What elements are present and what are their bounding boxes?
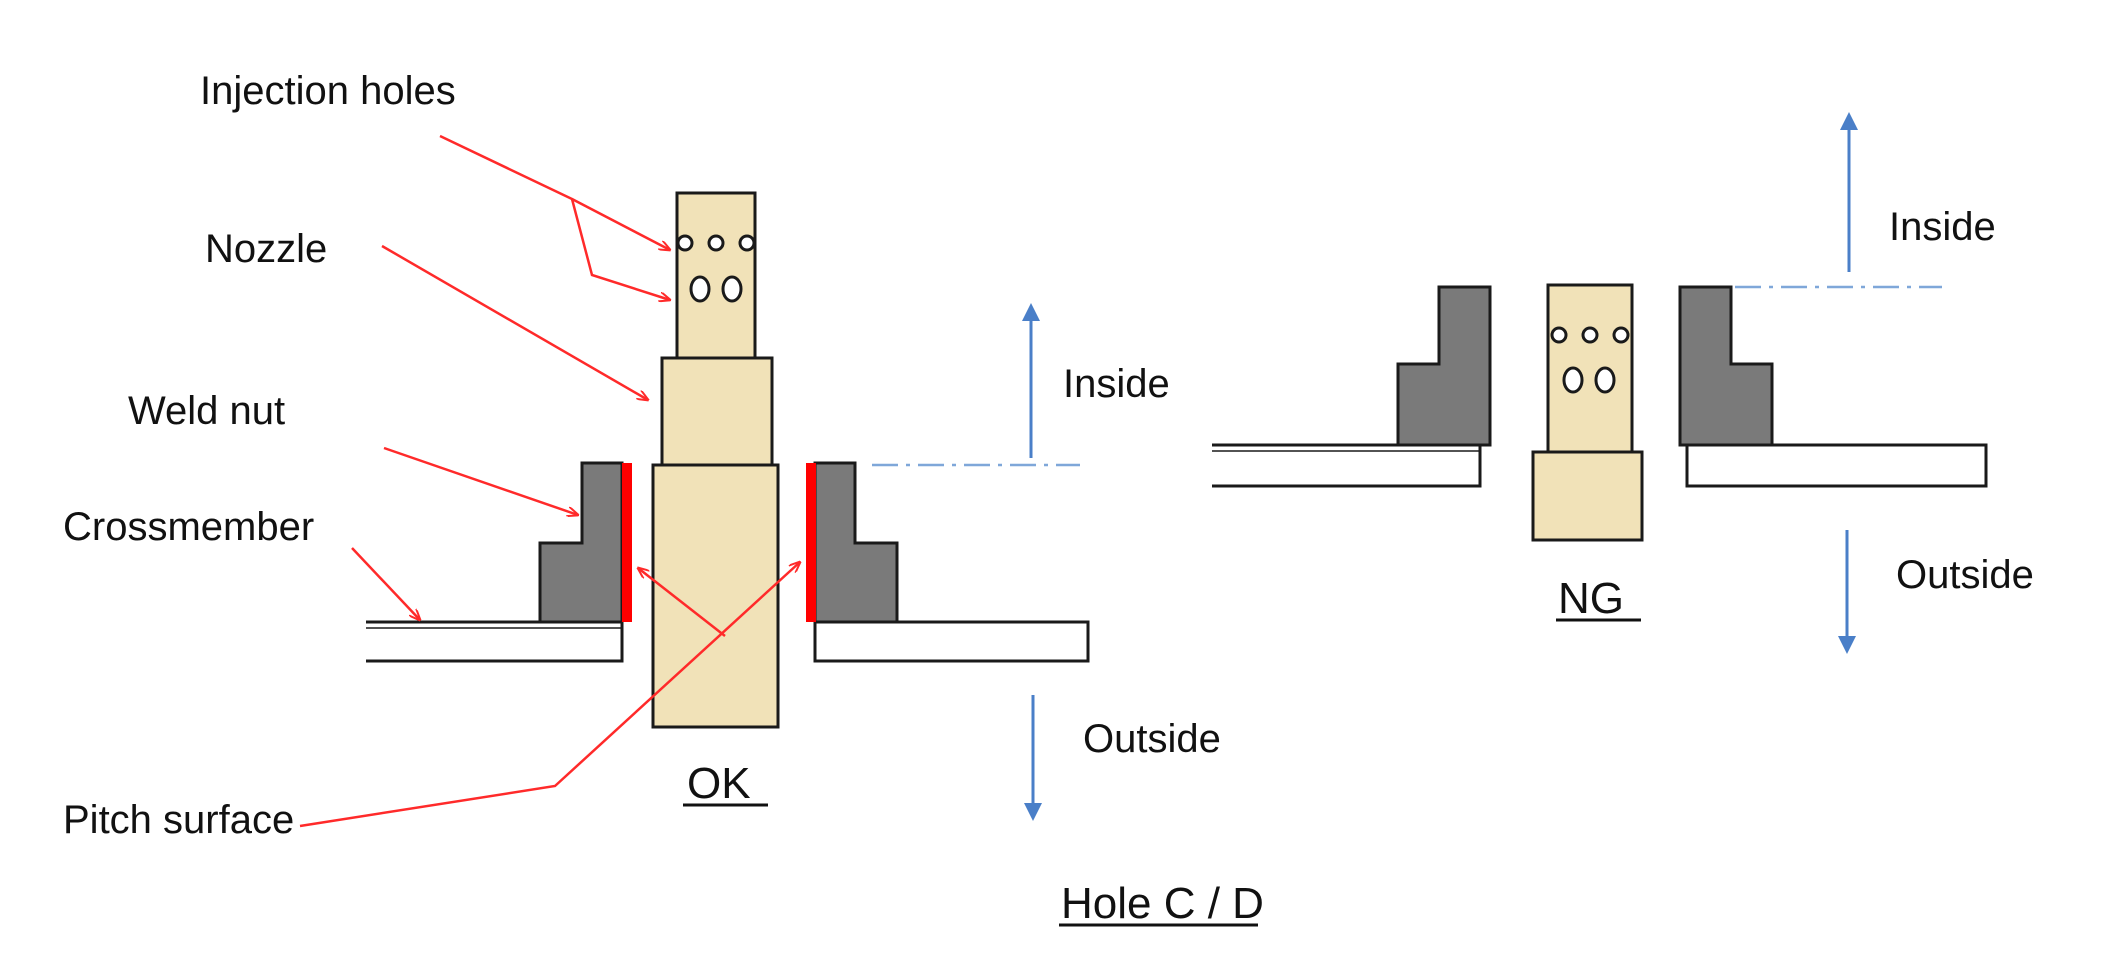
crossmember-right: [813, 620, 1090, 663]
injection-holes-leader-branch: [571, 197, 670, 250]
injection-hole: [1581, 326, 1599, 344]
ng-view: Inside Outside NG: [1212, 112, 2034, 654]
injection-hole: [1612, 326, 1630, 344]
nozzle-label: Nozzle: [205, 227, 327, 271]
ng-nozzle-tip: [1546, 283, 1634, 454]
ng-crossmember-right: [1685, 443, 1988, 488]
weld-nut-leader: [383, 446, 578, 515]
injection-hole: [1562, 366, 1584, 394]
leader-lines: [299, 134, 800, 828]
crossmember-label: Crossmember: [63, 505, 314, 549]
ng-crossmember-left: [1212, 443, 1482, 488]
ok-outside-label: Outside: [1083, 717, 1221, 761]
injection-holes-ok: [676, 234, 756, 303]
injection-holes-ng: [1550, 326, 1630, 394]
pitch-surface-leader: [299, 562, 800, 828]
ng-weld-nut-right: [1678, 285, 1774, 447]
injection-holes-label: Injection holes: [200, 69, 456, 113]
ok-view: Inside Outside OK: [366, 191, 1221, 821]
pitch-surface-left: [622, 463, 632, 622]
nozzle-leader: [381, 244, 648, 400]
ok-caption: OK: [687, 759, 751, 808]
injection-hole: [689, 275, 711, 303]
ng-caption: NG: [1558, 574, 1624, 623]
injection-holes-leader: [439, 134, 670, 300]
injection-hole: [1550, 326, 1568, 344]
weld-nut-right: [813, 461, 899, 624]
injection-hole: [707, 234, 725, 252]
weld-nut-label: Weld nut: [128, 389, 285, 433]
injection-hole: [738, 234, 756, 252]
injection-hole: [1594, 366, 1616, 394]
crossmember-left: [366, 620, 624, 663]
ng-inside-label: Inside: [1889, 205, 1996, 249]
pitch-surface-label: Pitch surface: [63, 798, 294, 842]
crossmember-leader: [351, 547, 420, 620]
pitch-surface-leader-branch: [638, 568, 726, 637]
injection-hole: [721, 275, 743, 303]
nozzle-mid: [660, 356, 774, 467]
injection-hole: [676, 234, 694, 252]
pitch-surface-right: [806, 463, 816, 622]
nozzle-tip: [675, 191, 757, 360]
weld-nut-left: [538, 461, 624, 624]
ok-inside-label: Inside: [1063, 362, 1170, 406]
ng-nozzle-body: [1531, 450, 1644, 542]
nozzle-body: [651, 463, 780, 729]
figure-caption: Hole C / D: [1061, 879, 1264, 928]
ng-weld-nut-left: [1396, 285, 1492, 447]
ng-outside-label: Outside: [1896, 553, 2034, 597]
